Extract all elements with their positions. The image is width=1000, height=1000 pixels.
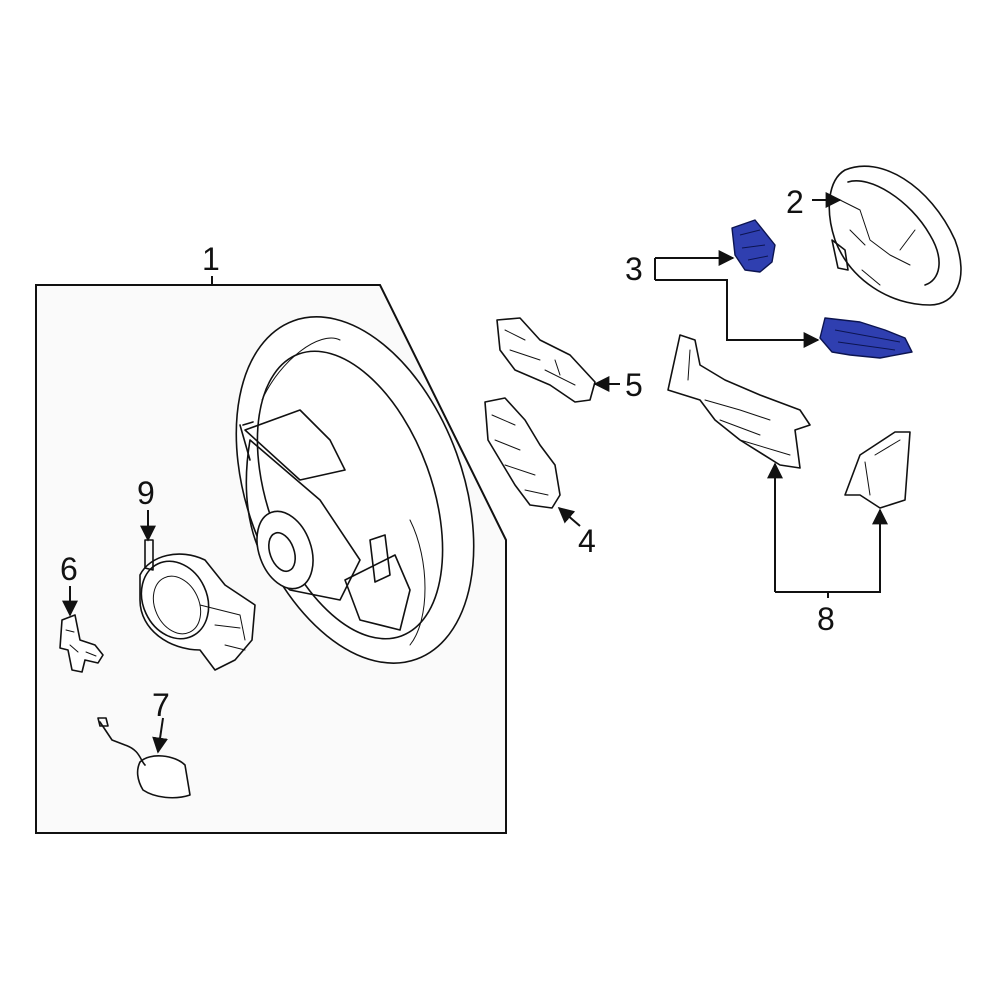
switch-housing-lower[interactable] [484,397,561,509]
callout-5: 5 [625,367,643,403]
callout-4: 4 [578,523,596,559]
callout-2: 2 [786,184,804,220]
steering-wheel-switch-right[interactable] [819,317,913,359]
callout-8: 8 [817,601,835,637]
trim-cover-large[interactable] [667,334,811,469]
steering-wheel-switch-left[interactable] [731,219,776,273]
cover-with-harness[interactable] [97,717,191,799]
sensor-bracket[interactable] [59,614,104,673]
airbag-module[interactable] [828,165,962,306]
trim-cover-small[interactable] [844,431,911,509]
callout-6: 6 [60,551,78,587]
callout-7: 7 [152,687,170,723]
leader-lines [62,192,888,754]
clock-spring[interactable] [129,539,256,671]
switch-housing-upper[interactable] [496,317,596,403]
steering-wheel[interactable] [192,284,518,696]
callout-1: 1 [202,241,220,277]
callout-3: 3 [625,251,643,287]
callout-9: 9 [137,475,155,511]
